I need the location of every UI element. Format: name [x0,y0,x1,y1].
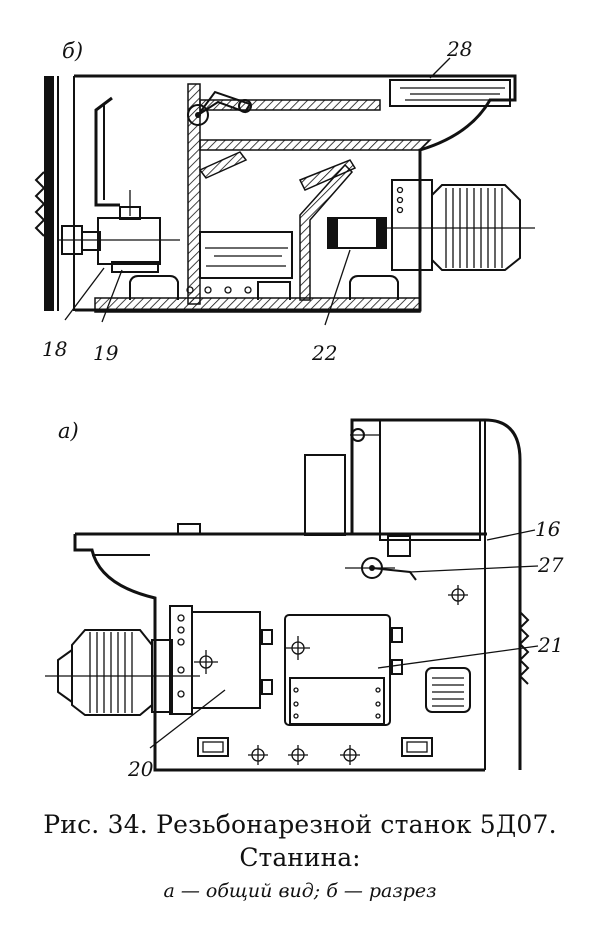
view-b-label: б) [62,39,83,63]
callout-19: 19 [93,341,119,365]
view-a-label: а) [58,419,79,443]
section-view: б) [34,37,535,365]
bolt-holes [248,585,468,765]
callout-16: 16 [535,517,561,541]
caption-title: Рис. 34. Резьбонарезной станок 5Д07. [43,810,557,839]
callout-20: 20 [127,757,154,781]
general-view: а) [45,418,564,781]
caption-legend: а — общий вид; б — разрез [163,880,437,902]
motor-right [380,179,535,271]
callout-27: 27 [537,553,564,577]
callout-22: 22 [311,341,337,365]
callout-18: 18 [42,337,67,361]
motor-left [45,605,200,716]
callout-28: 28 [446,37,472,61]
callout-21: 21 [537,633,563,657]
caption-subtitle: Станина: [239,843,361,872]
